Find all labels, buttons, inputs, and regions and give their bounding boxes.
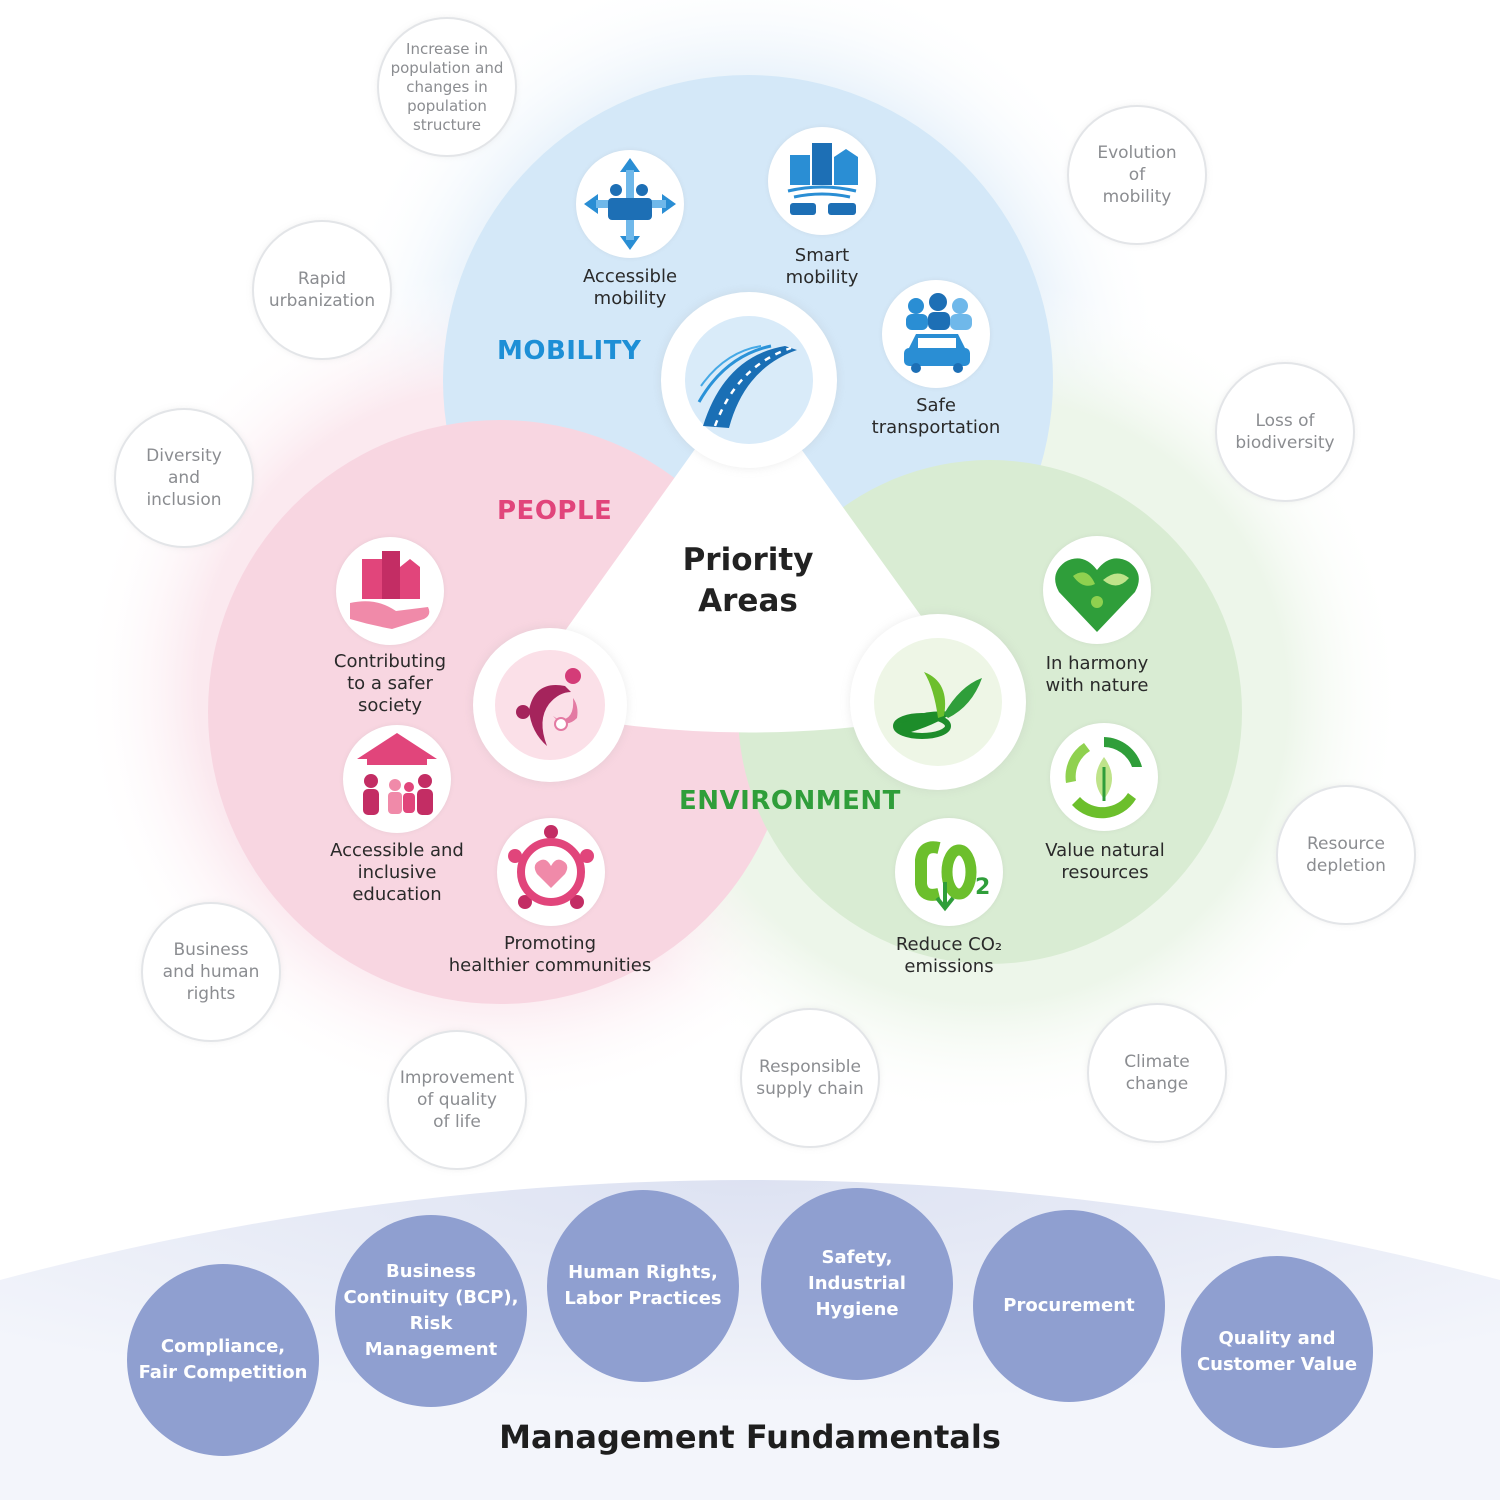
sprout-icon: [874, 638, 1002, 766]
safer-society-icon: [336, 537, 444, 645]
healthier-communities-icon: [497, 818, 605, 926]
environment-hub: [850, 614, 1026, 790]
issue-rapid-urbanization: Rapid urbanization: [252, 220, 392, 360]
issue-diversity-inclusion: Diversity and inclusion: [114, 408, 254, 548]
safe-transportation-label: Safe transportation: [871, 395, 1001, 438]
reduce-co2-label: Reduce CO₂ emissions: [895, 934, 1003, 977]
svg-text:2: 2: [975, 875, 990, 900]
issue-evolution-of-mobility: Evolution of mobility: [1067, 105, 1207, 245]
issue-responsible-supply-chain: Responsible supply chain: [740, 1008, 880, 1148]
co2-icon: 2: [895, 818, 1003, 926]
harmony-nature-icon: [1043, 536, 1151, 644]
issue-loss-of-biodiversity: Loss of biodiversity: [1215, 362, 1355, 502]
center-title: Priority Areas: [682, 542, 814, 619]
healthier-communities-label: Promoting healthier communities: [448, 933, 652, 976]
smart-mobility-icon: [768, 127, 876, 235]
people-embrace-icon: [495, 650, 605, 760]
issue-resource-depletion: Resource depletion: [1276, 785, 1416, 925]
smart-mobility-label: Smart mobility: [785, 245, 859, 288]
environment-title: ENVIRONMENT: [679, 786, 901, 816]
fundamental-safety: Safety, Industrial Hygiene: [761, 1188, 953, 1380]
safe-transportation-icon: [882, 280, 990, 388]
road-icon: [685, 316, 813, 444]
issue-population: Increase in population and changes in po…: [377, 17, 517, 157]
issue-business-human-rights: Business and human rights: [141, 902, 281, 1042]
people-title: PEOPLE: [497, 496, 613, 526]
mobility-hub: [661, 292, 837, 468]
safer-society-label: Contributing to a safer society: [333, 651, 447, 716]
center-triangle: [512, 375, 985, 733]
fundamental-human-rights: Human Rights, Labor Practices: [547, 1190, 739, 1382]
harmony-nature-label: In harmony with nature: [1045, 653, 1149, 696]
inclusive-education-icon: [343, 725, 451, 833]
fundamental-procurement: Procurement: [973, 1210, 1165, 1402]
fundamental-compliance: Compliance, Fair Competition: [127, 1264, 319, 1456]
accessible-mobility-icon: [576, 150, 684, 258]
mobility-title: MOBILITY: [497, 336, 642, 366]
issue-quality-of-life: Improvement of quality of life: [387, 1030, 527, 1170]
accessible-mobility-label: Accessible mobility: [582, 266, 678, 309]
value-resources-label: Value natural resources: [1045, 840, 1165, 883]
issue-climate-change: Climate change: [1087, 1003, 1227, 1143]
fundamental-quality: Quality and Customer Value: [1181, 1256, 1373, 1448]
people-hub: [473, 628, 627, 782]
inclusive-education-label: Accessible and inclusive education: [330, 840, 464, 905]
value-resources-icon: [1050, 723, 1158, 831]
management-fundamentals-title: Management Fundamentals: [499, 1418, 1001, 1456]
fundamental-business-continuity: Business Continuity (BCP), Risk Manageme…: [335, 1215, 527, 1407]
